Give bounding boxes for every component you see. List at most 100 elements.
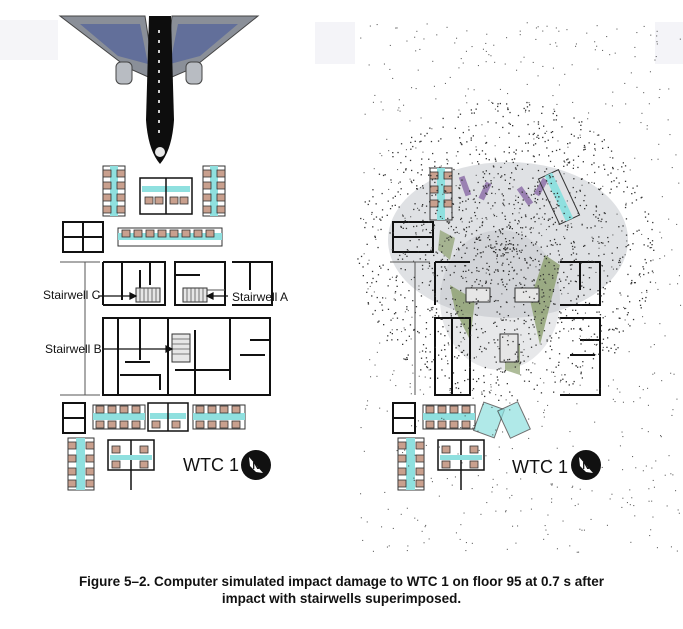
core-stair-row: [117, 227, 223, 247]
debris-particle: [646, 125, 648, 127]
debris-particle: [535, 472, 537, 474]
debris-particle: [661, 237, 663, 239]
debris-particle: [577, 366, 579, 368]
debris-particle: [488, 173, 491, 175]
debris-particle: [486, 262, 488, 264]
debris-particle: [671, 249, 673, 251]
debris-particle: [404, 311, 406, 313]
debris-particle: [507, 107, 509, 109]
debris-particle: [520, 216, 523, 219]
debris-particle: [581, 529, 583, 531]
debris-particle: [364, 113, 366, 115]
debris-particle: [495, 160, 497, 162]
debris-particle: [497, 110, 499, 112]
debris-particle: [516, 164, 519, 167]
debris-particle: [680, 304, 682, 306]
stairwell-b: [499, 333, 519, 363]
debris-particle: [559, 318, 561, 320]
debris-particle: [422, 185, 424, 187]
debris-particle: [579, 204, 581, 207]
debris-particle: [482, 251, 484, 253]
debris-particle: [647, 404, 649, 406]
debris-particle: [445, 355, 447, 357]
debris-particle: [482, 48, 484, 50]
debris-particle: [365, 222, 367, 224]
debris-particle: [636, 32, 638, 34]
debris-particle: [477, 336, 479, 339]
debris-particle: [566, 164, 568, 166]
debris-particle: [470, 139, 472, 141]
debris-particle: [465, 270, 467, 272]
debris-particle: [442, 117, 444, 120]
debris-particle: [544, 213, 546, 215]
debris-particle: [627, 295, 629, 297]
debris-particle: [548, 273, 550, 276]
debris-particle: [498, 384, 500, 386]
debris-particle: [486, 268, 488, 270]
debris-particle: [414, 517, 416, 519]
debris-particle: [678, 512, 680, 514]
debris-particle: [610, 172, 612, 174]
debris-particle: [655, 282, 657, 284]
debris-particle: [481, 150, 484, 152]
debris-particle: [475, 237, 478, 239]
debris-particle: [502, 262, 504, 264]
debris-particle: [652, 373, 654, 375]
debris-particle: [537, 185, 539, 187]
debris-particle: [444, 82, 446, 84]
debris-particle: [494, 158, 497, 161]
debris-particle: [508, 263, 510, 266]
debris-particle: [669, 134, 671, 136]
debris-particle: [493, 300, 496, 302]
debris-particle: [416, 225, 418, 227]
debris-particle: [654, 59, 656, 61]
debris-particle: [606, 524, 608, 526]
debris-particle: [373, 218, 375, 220]
debris-particle: [642, 470, 644, 472]
debris-particle: [490, 247, 493, 249]
debris-particle: [526, 101, 528, 104]
debris-particle: [461, 256, 463, 259]
debris-particle: [589, 288, 591, 291]
debris-particle: [643, 273, 645, 276]
debris-particle: [494, 252, 497, 254]
debris-particle: [553, 165, 555, 167]
debris-particle: [640, 307, 642, 309]
debris-particle: [538, 137, 540, 139]
debris-particle: [528, 110, 530, 112]
debris-particle: [431, 481, 433, 483]
debris-particle: [413, 260, 415, 262]
debris-particle: [430, 186, 432, 188]
debris-particle: [571, 498, 573, 500]
debris-particle: [511, 494, 513, 496]
debris-particle: [613, 344, 616, 346]
debris-particle: [381, 216, 383, 218]
debris-particle: [639, 304, 642, 306]
debris-particle: [374, 236, 376, 238]
debris-particle: [411, 364, 413, 366]
debris-particle: [514, 167, 517, 169]
debris-particle: [364, 201, 366, 203]
debris-particle: [421, 264, 424, 267]
debris-particle: [378, 320, 380, 322]
debris-particle: [485, 142, 487, 144]
debris-particle: [556, 203, 558, 206]
debris-particle: [605, 221, 607, 223]
debris-particle: [379, 342, 381, 344]
debris-particle: [508, 279, 511, 281]
debris-particle: [528, 380, 530, 382]
debris-particle: [428, 262, 431, 265]
debris-particle: [553, 265, 555, 267]
debris-particle: [532, 177, 534, 179]
debris-particle: [446, 259, 449, 261]
debris-particle: [629, 325, 631, 327]
debris-particle: [473, 425, 475, 427]
debris-particle: [357, 258, 359, 260]
debris-particle: [506, 488, 508, 490]
debris-particle: [455, 185, 457, 187]
debris-particle: [612, 311, 614, 313]
debris-particle: [421, 158, 423, 160]
debris-particle: [533, 121, 535, 123]
debris-particle: [483, 173, 486, 175]
debris-particle: [537, 134, 539, 137]
